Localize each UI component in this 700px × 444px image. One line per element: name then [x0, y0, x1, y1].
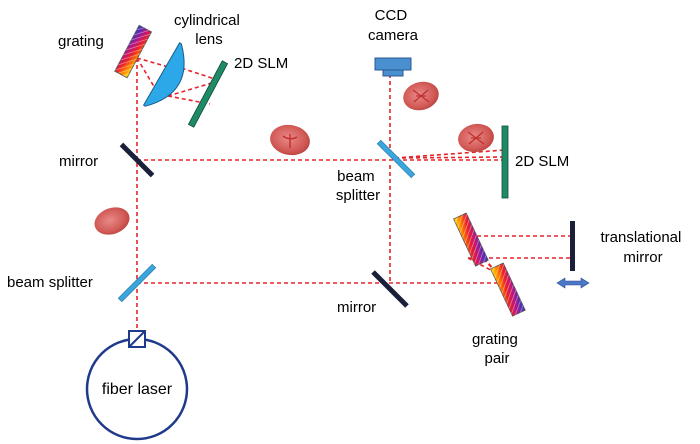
beam-lens-slm-3 — [167, 81, 216, 97]
label-mirror-left: mirror — [59, 153, 98, 170]
label-grating: grating — [58, 33, 104, 50]
beam-splitter-icon — [117, 263, 157, 303]
grating-icon — [453, 212, 489, 267]
label-beam-splitter-mid: beam splitter — [336, 168, 380, 204]
ccd-camera-icon — [374, 57, 412, 77]
slm-icon — [187, 60, 229, 128]
grating-icon — [114, 24, 153, 79]
fiber-laser-icon — [85, 330, 189, 441]
slm-icon — [501, 125, 509, 199]
double-arrow-icon — [556, 277, 590, 289]
label-grating-pair: grating pair — [472, 331, 522, 367]
beam-to-slm-fan-1 — [394, 149, 506, 159]
label-mirror-bottom: mirror — [337, 299, 376, 316]
beam-to-slm-fan-2 — [394, 156, 506, 159]
beam-grating-lens-2 — [136, 57, 163, 101]
beam-spot-icon — [458, 123, 494, 153]
beam-spot-icon — [94, 207, 130, 235]
label-beam-splitter-left: beam splitter — [7, 274, 93, 291]
label-cylindrical-lens: cylindrical lens — [174, 12, 244, 48]
label-slm-right: 2D SLM — [515, 153, 569, 170]
grating-icon — [490, 262, 526, 317]
beam-spot-icon — [270, 124, 310, 156]
label-slm-top: 2D SLM — [234, 55, 288, 72]
mirror-icon — [371, 270, 409, 308]
cylindrical-lens-icon — [142, 42, 185, 107]
mirror-icon — [570, 221, 575, 271]
beam-spot-icon — [403, 81, 439, 111]
label-ccd-camera: CCD camera — [368, 7, 419, 44]
beam-splitter-icon — [376, 139, 416, 179]
label-translational-mirror: translational mirror — [600, 229, 685, 266]
label-fiber-laser: fiber laser — [102, 381, 173, 398]
mirror-icon — [119, 142, 155, 178]
